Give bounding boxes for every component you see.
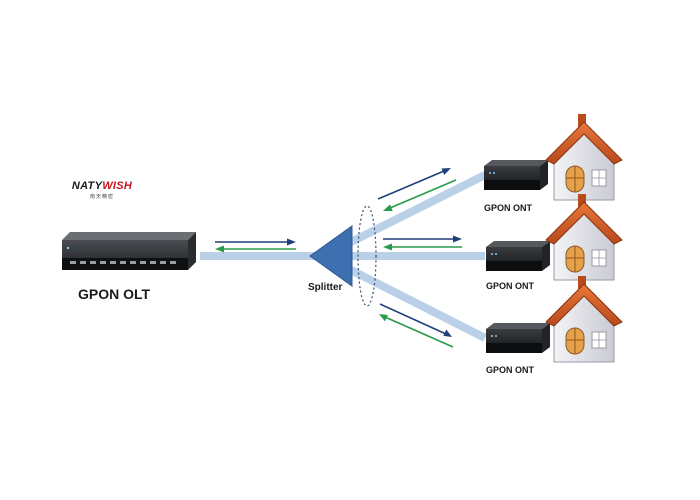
- house-icon: [545, 193, 623, 281]
- ont-device-icon: [486, 241, 550, 271]
- ont-device-icon: [484, 160, 548, 190]
- ont-1-downstream-arrow: [377, 168, 451, 200]
- olt-downstream-arrow: [215, 238, 296, 246]
- brand-logo: NATYWISH 南天精密: [62, 180, 142, 200]
- splitter-triangle-icon: [309, 225, 353, 287]
- ont-1-upstream-arrow: [383, 179, 457, 211]
- ont-device-icon: [486, 323, 550, 353]
- brand-name-part2: WISH: [102, 180, 133, 192]
- house-icon: [545, 275, 623, 363]
- fiber-splitter-to-ont-1: [343, 171, 487, 249]
- ont-label: GPON ONT: [486, 365, 535, 375]
- olt-device-icon: [62, 232, 196, 270]
- olt-upstream-arrow: [215, 245, 296, 253]
- splitter-port-ring: [357, 205, 377, 307]
- fiber-links: [200, 171, 487, 342]
- ont-2-upstream-arrow: [383, 243, 462, 251]
- splitter-label: Splitter: [308, 282, 343, 293]
- brand-name: NATYWISH: [62, 180, 142, 192]
- ont-3-upstream-arrow: [379, 314, 454, 348]
- brand-subtitle: 南天精密: [89, 194, 114, 200]
- olt-label: GPON OLT: [78, 286, 151, 302]
- ont-3-downstream-arrow: [379, 303, 452, 337]
- brand-name-part1: NATY: [71, 180, 103, 192]
- ont-label: GPON ONT: [486, 281, 535, 291]
- ont-label: GPON ONT: [484, 203, 533, 213]
- fiber-splitter-to-ont-3: [343, 263, 487, 342]
- traffic-arrows: [215, 168, 462, 348]
- ont-2-downstream-arrow: [383, 235, 462, 243]
- splitter: [309, 205, 377, 307]
- house-icon: [545, 113, 623, 201]
